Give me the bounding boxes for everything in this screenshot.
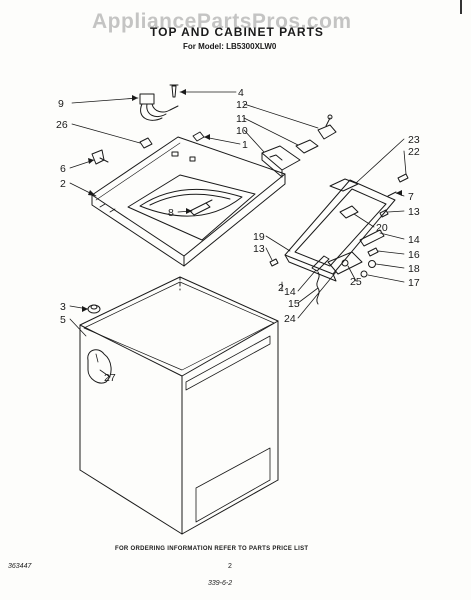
callout-4: 4 — [238, 87, 244, 99]
page-number: 2 — [228, 563, 232, 570]
callout-15: 15 — [288, 298, 300, 310]
callout-14-left: 14 — [284, 286, 296, 298]
callout-23: 23 — [408, 134, 420, 146]
callout-18: 18 — [408, 263, 420, 275]
part-4-screw — [169, 84, 179, 98]
corner-mark — [460, 0, 462, 14]
part-1-clip — [192, 131, 205, 142]
callout-16: 16 — [408, 249, 420, 261]
part-26-clip — [139, 137, 153, 149]
part-18-washer — [368, 260, 376, 268]
callout-3: 3 — [60, 301, 66, 313]
callout-19: 19 — [253, 231, 265, 243]
callout-17: 17 — [408, 277, 420, 289]
diagram-title: TOP AND CABINET PARTS — [150, 25, 324, 39]
part-13-screw — [269, 209, 389, 267]
ordering-note: FOR ORDERING INFORMATION REFER TO PARTS … — [115, 546, 309, 552]
part-19-edge — [284, 254, 337, 282]
callout-12: 12 — [236, 99, 248, 111]
part-27-label — [87, 349, 112, 384]
part-16-pin — [367, 247, 379, 257]
part-11-switch — [295, 139, 319, 154]
part-17-nut — [360, 270, 368, 278]
callout-10: 10 — [236, 125, 248, 137]
part-25-hinge-plate — [327, 251, 363, 275]
part-22-screw — [397, 173, 409, 183]
part-23-lid-handle — [329, 178, 359, 192]
model-line: For Model: LB5300XLW0 — [183, 42, 277, 51]
callout-7: 7 — [408, 191, 414, 203]
callout-5: 5 — [60, 314, 66, 326]
callout-13-right: 13 — [408, 206, 420, 218]
callout-20: 20 — [376, 222, 388, 234]
part-3-grommet — [87, 304, 101, 314]
part-6-bracket — [91, 149, 109, 165]
callout-8: 8 — [168, 207, 174, 219]
callout-6: 6 — [60, 163, 66, 175]
cabinet — [79, 276, 279, 535]
revision-code: 339-6-2 — [208, 580, 233, 587]
part-9-switch-harness — [139, 93, 179, 121]
part-14-hinge-bar — [311, 229, 385, 272]
callout-26: 26 — [56, 119, 68, 131]
callout-labels: 9 4 12 26 11 10 1 6 2 8 23 22 7 13 20 19… — [56, 87, 420, 384]
callout-9: 9 — [58, 98, 64, 110]
top-panel — [91, 136, 286, 267]
leader-arrowheads — [82, 89, 402, 312]
part-20-hinge — [339, 205, 359, 219]
callout-1: 1 — [242, 139, 248, 151]
callout-2-cabinet: 2 — [278, 282, 284, 294]
callout-13-left: 13 — [253, 243, 265, 255]
callout-24: 24 — [284, 313, 296, 325]
callout-27: 27 — [104, 372, 116, 384]
callout-11: 11 — [236, 113, 247, 125]
callout-14-right: 14 — [408, 234, 420, 246]
leader-lines — [69, 91, 407, 378]
watermark: AppliancePartsPros.com — [92, 10, 352, 33]
part-8-fastener — [189, 199, 213, 216]
callout-25: 25 — [350, 276, 362, 288]
callout-22: 22 — [408, 146, 420, 158]
document-code: 363447 — [8, 563, 32, 570]
part-12-bracket — [317, 114, 337, 140]
part-7-fastener — [387, 191, 397, 197]
callout-2-top: 2 — [60, 178, 66, 190]
part-10-switch-housing — [261, 145, 301, 178]
